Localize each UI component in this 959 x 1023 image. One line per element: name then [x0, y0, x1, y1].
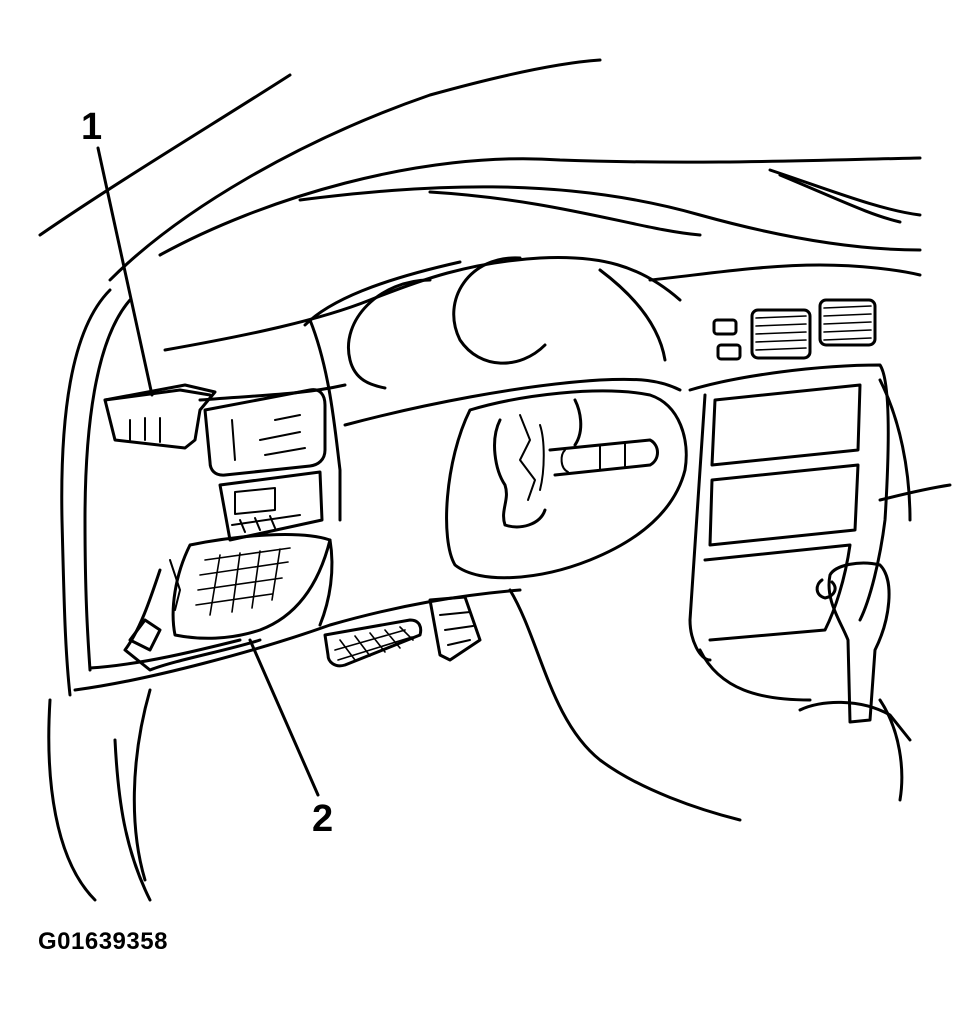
lower-dash-edge-2	[88, 638, 242, 670]
steering-column-cover	[445, 389, 688, 580]
door-lower	[47, 698, 97, 902]
callout-label-1: 1	[81, 106, 103, 148]
cluster-hood-edge	[308, 318, 342, 522]
switch-panel-buttons	[231, 514, 301, 533]
fuse-block-housing	[171, 533, 332, 640]
hazard-switch	[712, 318, 738, 336]
switch-panel-slot	[234, 487, 276, 515]
windshield-frame	[38, 73, 292, 237]
dash-top-curve	[298, 185, 922, 252]
knee-panel	[318, 538, 334, 627]
steering-stalk-upper	[573, 398, 583, 447]
gauge-left	[347, 278, 432, 390]
windshield-pillar-inner	[108, 58, 602, 282]
fuse-block-clip	[169, 559, 181, 611]
fuse-block-bracket	[128, 618, 162, 652]
console-lower	[878, 698, 904, 802]
switch-panel-outline	[203, 388, 327, 477]
steering-lock-mechanism-2	[519, 414, 545, 501]
cluster-right-edge	[598, 268, 667, 362]
figure-id-label: G01639358	[38, 928, 168, 955]
accelerator-pedal	[428, 595, 482, 662]
callout-2-leader	[248, 638, 320, 797]
cluster-base	[343, 377, 682, 427]
air-vent-left	[750, 308, 812, 360]
roof-line	[158, 156, 922, 257]
dash-upper-panel	[163, 256, 682, 352]
stack-side-right	[878, 378, 912, 522]
steering-column-detail	[560, 441, 626, 473]
center-stack-outline	[688, 363, 890, 622]
dash-right-edge	[878, 483, 952, 502]
ecu-box-connector	[129, 417, 161, 443]
air-vent-right-louvers	[823, 305, 872, 341]
steering-column-shaft	[548, 438, 659, 477]
air-vent-left-louvers	[755, 315, 807, 351]
defog-switch	[716, 343, 742, 361]
climate-bay	[708, 463, 860, 547]
door-lower-2	[113, 738, 152, 902]
door-pillar-inner	[83, 298, 132, 672]
accelerator-pedal-detail	[439, 611, 474, 646]
dash-mid-line	[198, 383, 347, 402]
center-stack-left	[688, 393, 712, 662]
dash-top-right-2	[778, 173, 902, 224]
door-pillar-outer	[60, 288, 112, 697]
fuse-block-grid	[195, 547, 291, 616]
door-lower-3	[132, 688, 152, 882]
vent-area-outline	[648, 263, 922, 282]
dash-top-detail	[428, 190, 702, 237]
callout-label-2: 2	[312, 798, 334, 840]
shift-lever	[827, 561, 891, 724]
dash-hood	[303, 260, 462, 327]
brake-pedal-hatch	[334, 626, 414, 661]
switch-panel-lower	[218, 470, 324, 542]
fuse-block-lower	[123, 568, 262, 672]
floor-tunnel-left	[508, 588, 742, 822]
gauge-right	[452, 256, 547, 365]
floor-tunnel-right	[698, 648, 812, 702]
switch-panel-inner	[231, 414, 306, 461]
ecu-box-top	[103, 388, 212, 402]
air-vent-right	[818, 298, 877, 347]
dash-top-right	[768, 168, 922, 217]
stack-lower	[703, 543, 852, 642]
steering-lock-mechanism	[493, 418, 547, 529]
callout-1-leader	[96, 146, 154, 397]
radio-bay	[710, 383, 862, 467]
ecu-box	[103, 383, 217, 450]
shift-knob-button	[815, 578, 837, 600]
